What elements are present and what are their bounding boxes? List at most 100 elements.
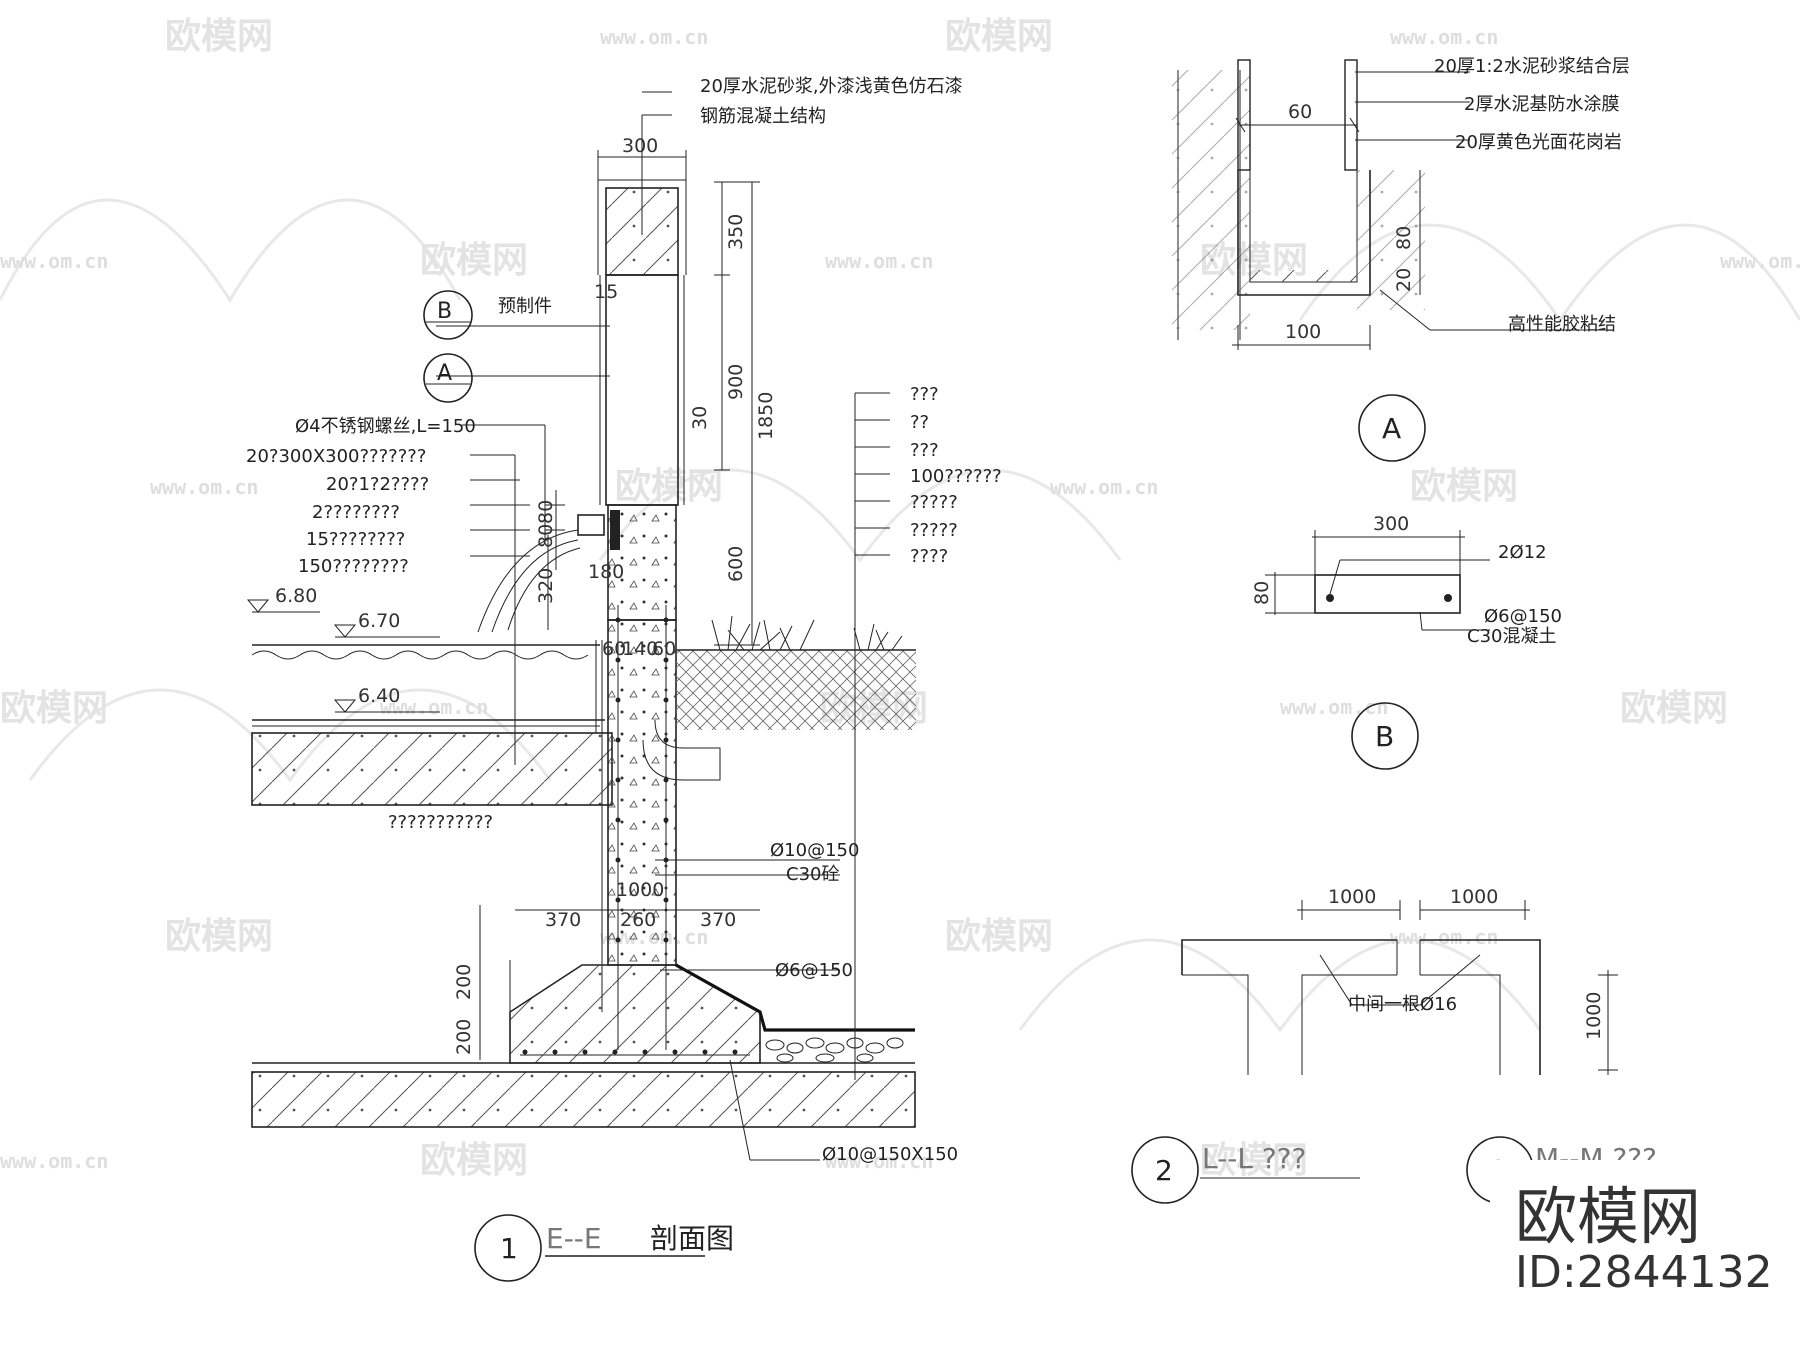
watermark-url: www.om.cn — [0, 249, 108, 273]
right-layer-1: ??? — [910, 384, 939, 405]
watermark-layer: 欧模网 欧模网 欧模网 欧模网 欧模网 欧模网 欧模网 欧模网 欧模网 欧模网 … — [0, 16, 1800, 1181]
watermark-url: www.om.cn — [1390, 25, 1498, 49]
dim-900: 900 — [725, 364, 747, 400]
dim-30: 30 — [689, 406, 711, 430]
left-layer-5: 150???????? — [298, 556, 409, 577]
dim-300: 300 — [622, 135, 658, 157]
dim-180: 180 — [588, 561, 624, 583]
title-cn: 剖面图 — [650, 1222, 734, 1255]
left-layer-2: 20?1?2???? — [326, 474, 429, 495]
watermark-brand: 欧模网 — [1620, 688, 1728, 729]
dim-200a: 200 — [453, 964, 475, 1000]
left-layer-4: 15???????? — [306, 529, 405, 550]
dim-370a: 370 — [545, 909, 581, 931]
left-layer-1: 20?300X300??????? — [246, 446, 426, 467]
pool-slab — [251, 732, 613, 806]
watermark-url: www.om.cn — [0, 1149, 108, 1173]
detail-a-circle — [1358, 394, 1426, 462]
callout-rebar-6: Ø6@150 — [775, 960, 853, 981]
section-l-number: 2 — [1155, 1154, 1173, 1187]
dim-60b: 60 — [652, 638, 676, 660]
watermark-url: www.om.cn — [380, 695, 488, 719]
watermark-brand: 欧模网 — [1410, 466, 1518, 507]
watermark-url: www.om.cn — [1050, 475, 1158, 499]
dim-140: 140 — [622, 638, 658, 660]
title-section: E--E — [546, 1222, 602, 1255]
footing — [509, 964, 761, 1064]
right-layer-3: ??? — [910, 440, 939, 461]
watermark-brand: 欧模网 — [0, 688, 108, 729]
watermark-url: www.om.cn — [1390, 925, 1498, 949]
dim-15: 15 — [594, 281, 618, 303]
dim-80: 80 — [535, 500, 557, 524]
watermark-brand: 欧模网 — [945, 16, 1053, 57]
detail-b-note-1: 2Ø12 — [1498, 542, 1547, 563]
gravel — [765, 1037, 904, 1063]
marker-b-label: B — [437, 299, 452, 324]
marker-b-circle — [423, 290, 473, 340]
dim-370b: 370 — [700, 909, 736, 931]
section-l-dim-1000b: 1000 — [1450, 886, 1498, 908]
detail-a-note-3: 20厚黄色光面花岗岩 — [1455, 132, 1622, 153]
right-layer-7: ???? — [910, 546, 948, 567]
marker-a-label: A — [437, 361, 452, 386]
logo-text: 欧模网 — [1515, 1180, 1701, 1253]
callout-c30: C30砼 — [786, 864, 839, 885]
detail-b-dim-300: 300 — [1373, 513, 1409, 535]
watermark-brand: 欧模网 — [420, 1140, 528, 1181]
detail-a-note-2: 2厚水泥基防水涂膜 — [1464, 94, 1619, 115]
left-layer-3: 2???????? — [312, 502, 400, 523]
level-6-40: 6.40 — [358, 685, 400, 707]
dim-600: 600 — [725, 546, 747, 582]
level-6-70: 6.70 — [358, 610, 400, 632]
watermark-url: www.om.cn — [825, 249, 933, 273]
watermark-url: www.om.cn — [1720, 249, 1800, 273]
watermark-brand: 欧模网 — [945, 916, 1053, 957]
title-number: 1 — [500, 1232, 518, 1265]
drainage-line — [675, 963, 915, 1032]
watermark-url: www.om.cn — [600, 25, 708, 49]
right-layer-6: ????? — [910, 520, 958, 541]
section-e-e: 6.80 6.70 6.40 300 350 15 — [246, 76, 1002, 1282]
plants — [711, 615, 903, 651]
dim-80b: 80 — [535, 524, 557, 548]
watermark-brand: 欧模网 — [165, 916, 273, 957]
watermark-brand: 欧模网 — [615, 466, 723, 507]
logo-id: ID:2844132 — [1515, 1247, 1773, 1298]
callout-rebar-10: Ø10@150 — [770, 840, 859, 861]
callout-structure: 钢筋混凝土结构 — [700, 106, 826, 127]
detail-a-dim-60: 60 — [1288, 101, 1312, 123]
section-l-title: L--L ??? — [1202, 1142, 1306, 1175]
detail-a-dim-100: 100 — [1285, 321, 1321, 343]
section-l-circle — [1131, 1136, 1199, 1204]
watermark-url: www.om.cn — [1280, 695, 1388, 719]
right-layer-5: ????? — [910, 492, 958, 513]
section-l-note: 中间一根Ø16 — [1348, 994, 1457, 1015]
watermark-brand: 欧模网 — [1200, 1140, 1308, 1181]
detail-b-label: B — [1375, 720, 1394, 753]
section-l-dim-1000c: 1000 — [1583, 992, 1605, 1040]
callout-rebar-10x150: Ø10@150X150 — [822, 1144, 958, 1165]
detail-a-note-1: 20厚1:2水泥砂浆结合层 — [1434, 56, 1630, 77]
dim-350: 350 — [725, 214, 747, 250]
detail-b-circle — [1351, 702, 1419, 770]
dim-260: 260 — [620, 909, 656, 931]
title-circle — [474, 1214, 542, 1282]
detail-a-label: A — [1382, 412, 1401, 445]
water-surface — [251, 650, 589, 660]
dim-1000: 1000 — [616, 879, 664, 901]
ground-slab — [251, 1071, 916, 1128]
wall-stem — [607, 619, 677, 966]
callout-prefab: 预制件 — [498, 296, 552, 317]
detail-b: 300 80 2Ø12 Ø6@150 C30混凝土 B — [1251, 513, 1562, 770]
detail-b-dim-80: 80 — [1251, 581, 1273, 605]
section-l-l: 1000 1000 1000 中间一根Ø16 2 L--L ??? — [1131, 886, 1618, 1204]
marker-a-circle — [423, 353, 473, 403]
watermark-url: www.om.cn — [150, 475, 258, 499]
level-6-80: 6.80 — [275, 585, 317, 607]
detail-b-note-3: C30混凝土 — [1467, 626, 1556, 647]
detail-b-section — [1314, 574, 1461, 614]
watermark-url: www.om.cn — [825, 1149, 933, 1173]
callout-finish: 20厚水泥砂浆,外漆浅黄色仿石漆 — [700, 76, 963, 97]
watermark-brand: 欧模网 — [165, 16, 273, 57]
